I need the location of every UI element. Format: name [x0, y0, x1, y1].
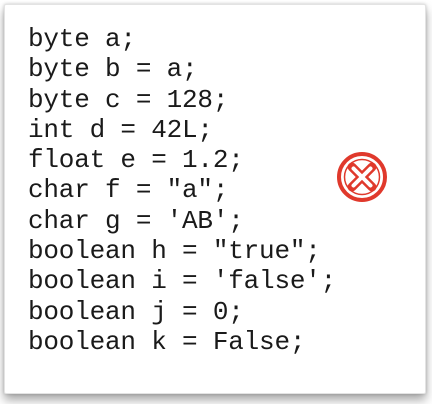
code-block: byte a; byte b = a; byte c = 128; int d … — [28, 24, 336, 357]
code-line: byte a; — [28, 24, 136, 54]
circled-x-icon — [337, 152, 387, 202]
code-line: float e = 1.2; — [28, 145, 244, 176]
code-line: char g = 'AB'; — [28, 205, 244, 236]
code-line: boolean i = 'false'; — [28, 266, 337, 297]
code-line: boolean h = "true"; — [28, 236, 321, 267]
code-line: byte c = 128; — [28, 84, 229, 115]
code-line: boolean j = 0; — [28, 296, 244, 327]
code-line: byte b = a; — [28, 54, 198, 85]
code-line: int d = 42L; — [28, 114, 213, 145]
code-card: byte a; byte b = a; byte c = 128; int d … — [4, 4, 426, 394]
code-line: boolean k = False; — [28, 326, 306, 357]
code-line: char f = "a"; — [28, 175, 229, 206]
